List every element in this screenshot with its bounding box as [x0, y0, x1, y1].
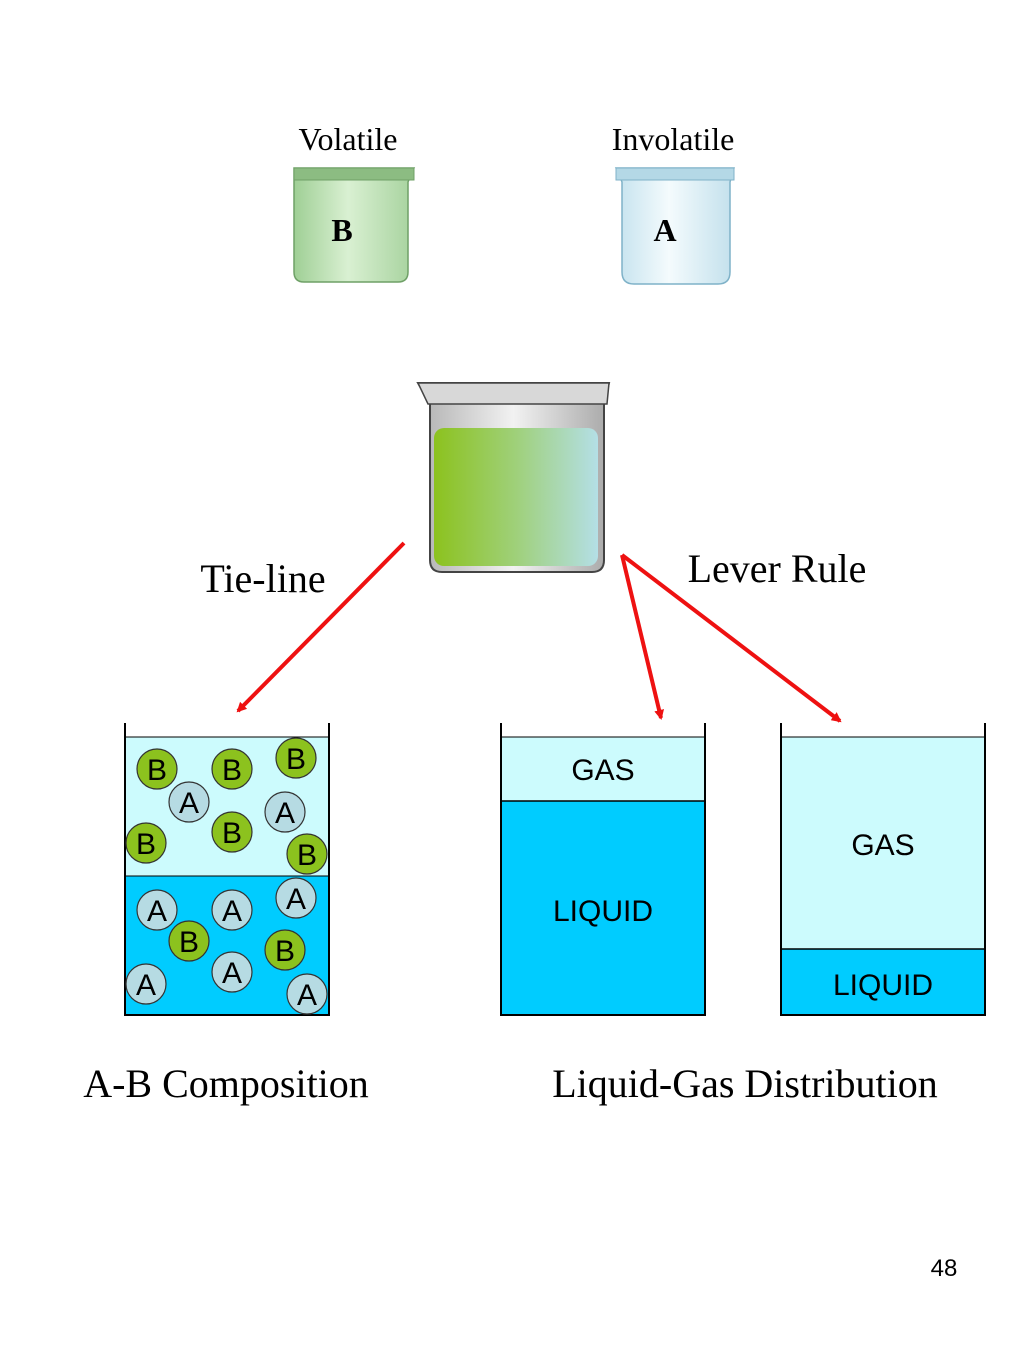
particle-letter: B: [222, 817, 242, 850]
particle-letter: B: [297, 839, 317, 872]
volatile-beaker: [293, 167, 416, 283]
involatile-component-letter: A: [653, 212, 676, 248]
lever-arrow-right: [620, 553, 842, 723]
composition-caption: A-B Composition: [83, 1061, 369, 1106]
particle-letter: B: [222, 754, 242, 787]
liquid-label: LIQUID: [833, 969, 933, 1002]
particle-a: [136, 889, 178, 931]
particle-b: [275, 737, 317, 779]
involatile-beaker: [614, 167, 735, 285]
particle-a: [275, 877, 317, 919]
mixture-beaker: [416, 382, 611, 573]
particle-a: [211, 951, 253, 993]
particle-a: [286, 973, 328, 1015]
distribution-gas-region: [781, 737, 985, 949]
particle-letter: B: [275, 935, 295, 968]
particle-a: [168, 781, 210, 823]
particle-b: [168, 920, 210, 962]
involatile-label: Involatile: [612, 121, 735, 157]
mixture-liquid: [434, 428, 598, 566]
distribution-gas-region: [501, 737, 705, 801]
distribution-box-mostly-gas: GAS LIQUID: [780, 723, 986, 1016]
distribution-liquid-region: [501, 801, 705, 1015]
page-number: 48: [931, 1255, 958, 1282]
particle-letter: B: [147, 754, 167, 787]
particle-a: [125, 963, 167, 1005]
particle-a: [211, 889, 253, 931]
particle-b: [211, 748, 253, 790]
particle-letter: A: [179, 787, 199, 820]
particle-b: [125, 822, 167, 864]
particle-letter: B: [179, 926, 199, 959]
particle-letter: A: [286, 883, 306, 916]
liquid-label: LIQUID: [553, 895, 653, 928]
particle-b: [211, 811, 253, 853]
distribution-box-mostly-liquid: GAS LIQUID: [500, 723, 706, 1016]
particle-letter: B: [136, 828, 156, 861]
lever-rule-label: Lever Rule: [688, 546, 867, 591]
lever-arrow-left: [620, 554, 665, 720]
particle-letter: A: [275, 797, 295, 830]
tie-line-label: Tie-line: [200, 556, 325, 601]
particle-letter: B: [286, 743, 306, 776]
gas-label: GAS: [851, 829, 914, 862]
particle-letter: A: [136, 969, 156, 1002]
gas-label: GAS: [571, 754, 634, 787]
particle-b: [136, 748, 178, 790]
distribution-liquid-region: [781, 949, 985, 1015]
particle-b: [264, 929, 306, 971]
particle-letter: A: [222, 895, 242, 928]
particle-letter: A: [222, 957, 242, 990]
particle-a: [264, 791, 306, 833]
volatile-label: Volatile: [299, 121, 398, 157]
tie-line-arrow: [236, 541, 406, 713]
particle-b: [286, 833, 328, 875]
particle-letter: A: [147, 895, 167, 928]
distribution-caption: Liquid-Gas Distribution: [552, 1061, 938, 1106]
volatile-component-letter: B: [331, 212, 352, 248]
particle-letter: A: [297, 979, 317, 1012]
